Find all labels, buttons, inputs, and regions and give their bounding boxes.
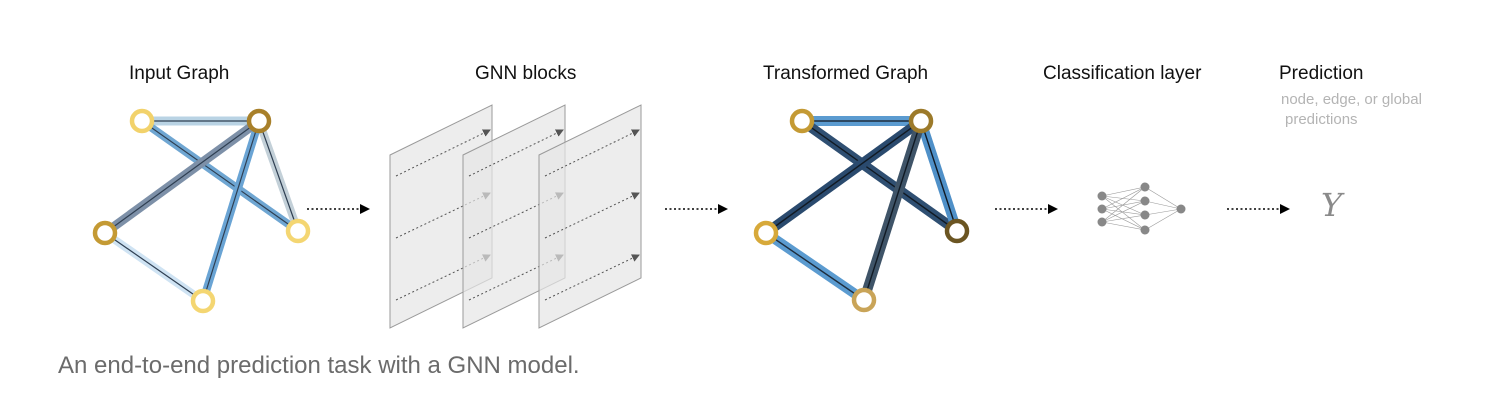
transformed-edge-b-e [916, 119, 962, 233]
gnn-block-3 [538, 104, 642, 329]
transformed-edge-c-d [763, 228, 867, 305]
figure-caption: An end-to-end prediction task with a GNN… [58, 352, 580, 379]
input-node-a [129, 108, 155, 134]
input-node-c [92, 220, 118, 246]
input-edge-b-c [102, 117, 262, 237]
transformed-node-e [944, 218, 970, 244]
transformed-edge-b-d [859, 119, 926, 302]
prediction-note-line1: node, edge, or global [1281, 91, 1422, 108]
classification-network-icon [1101, 186, 1182, 231]
input-edge-b-e [255, 119, 302, 233]
transformed-graph [753, 108, 970, 313]
transformed-node-c [753, 220, 779, 246]
transformed-edge-b-c [763, 116, 924, 238]
transformed-graph-label: Transformed Graph [763, 63, 929, 84]
input-node-e [285, 218, 311, 244]
gnn-blocks-label: GNN blocks [475, 63, 577, 84]
gnn-blocks [389, 104, 642, 329]
transformed-node-a [789, 108, 815, 134]
classification-network-nodes [1097, 182, 1186, 235]
input-edge-b-d [199, 119, 263, 303]
prediction-label: Prediction [1279, 63, 1364, 84]
output-symbol: Y [1321, 186, 1343, 224]
prediction-note-line2: predictions [1285, 111, 1358, 128]
input-graph-label: Input Graph [129, 63, 230, 84]
input-node-d [190, 288, 216, 314]
transformed-edge-a-e [799, 116, 960, 236]
transformed-node-d [851, 287, 877, 313]
classification-layer-label: Classification layer [1043, 63, 1202, 84]
input-graph [92, 108, 311, 314]
input-edge-a-e [139, 117, 301, 235]
input-node-b [246, 108, 272, 134]
transformed-node-b [908, 108, 934, 134]
input-edge-c-d [102, 229, 206, 305]
